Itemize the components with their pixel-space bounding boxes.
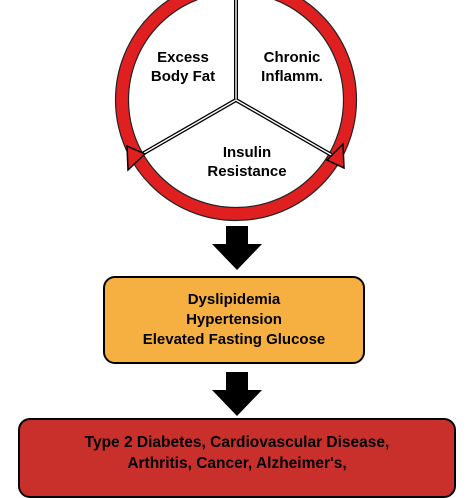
segment-line: Body Fat <box>150 68 216 85</box>
risk-factor-line: Elevated Fasting Glucose <box>142 331 326 348</box>
disease-line: Type 2 Diabetes, Cardiovascular Disease, <box>84 434 390 451</box>
segment-chronic-inflammation: Chronic Inflamm. <box>244 48 340 86</box>
divider-right-highlight <box>235 99 336 158</box>
disease-line: Arthritis, Cancer, Alzheimer's, <box>127 455 347 472</box>
risk-factor-line: Dyslipidemia <box>187 291 281 308</box>
diseases-box: Type 2 Diabetes, Cardiovascular Disease,… <box>18 418 456 498</box>
segment-line: Excess <box>157 49 209 66</box>
cycle-ring-inner-outline <box>127 0 345 209</box>
segment-excess-body-fat: Excess Body Fat <box>138 48 228 86</box>
risk-factor-line: Hypertension <box>186 311 282 328</box>
cycle-ring-outline <box>114 0 358 222</box>
segment-line: Inflamm. <box>261 68 323 85</box>
cycle-arrowhead-left <box>126 144 147 172</box>
segment-line: Chronic <box>263 49 321 66</box>
cycle-diagram <box>114 0 358 222</box>
segment-line: Insulin <box>222 144 272 161</box>
segment-insulin-resistance: Insulin Resistance <box>192 143 302 181</box>
segment-line: Resistance <box>207 163 287 180</box>
divider-left-highlight <box>136 99 237 158</box>
down-arrow-icon <box>212 372 262 416</box>
cycle-arrowhead-right <box>325 142 345 170</box>
cycle-ring <box>115 0 357 221</box>
risk-factors-box: Dyslipidemia Hypertension Elevated Fasti… <box>103 276 365 364</box>
down-arrow-icon <box>212 226 262 270</box>
